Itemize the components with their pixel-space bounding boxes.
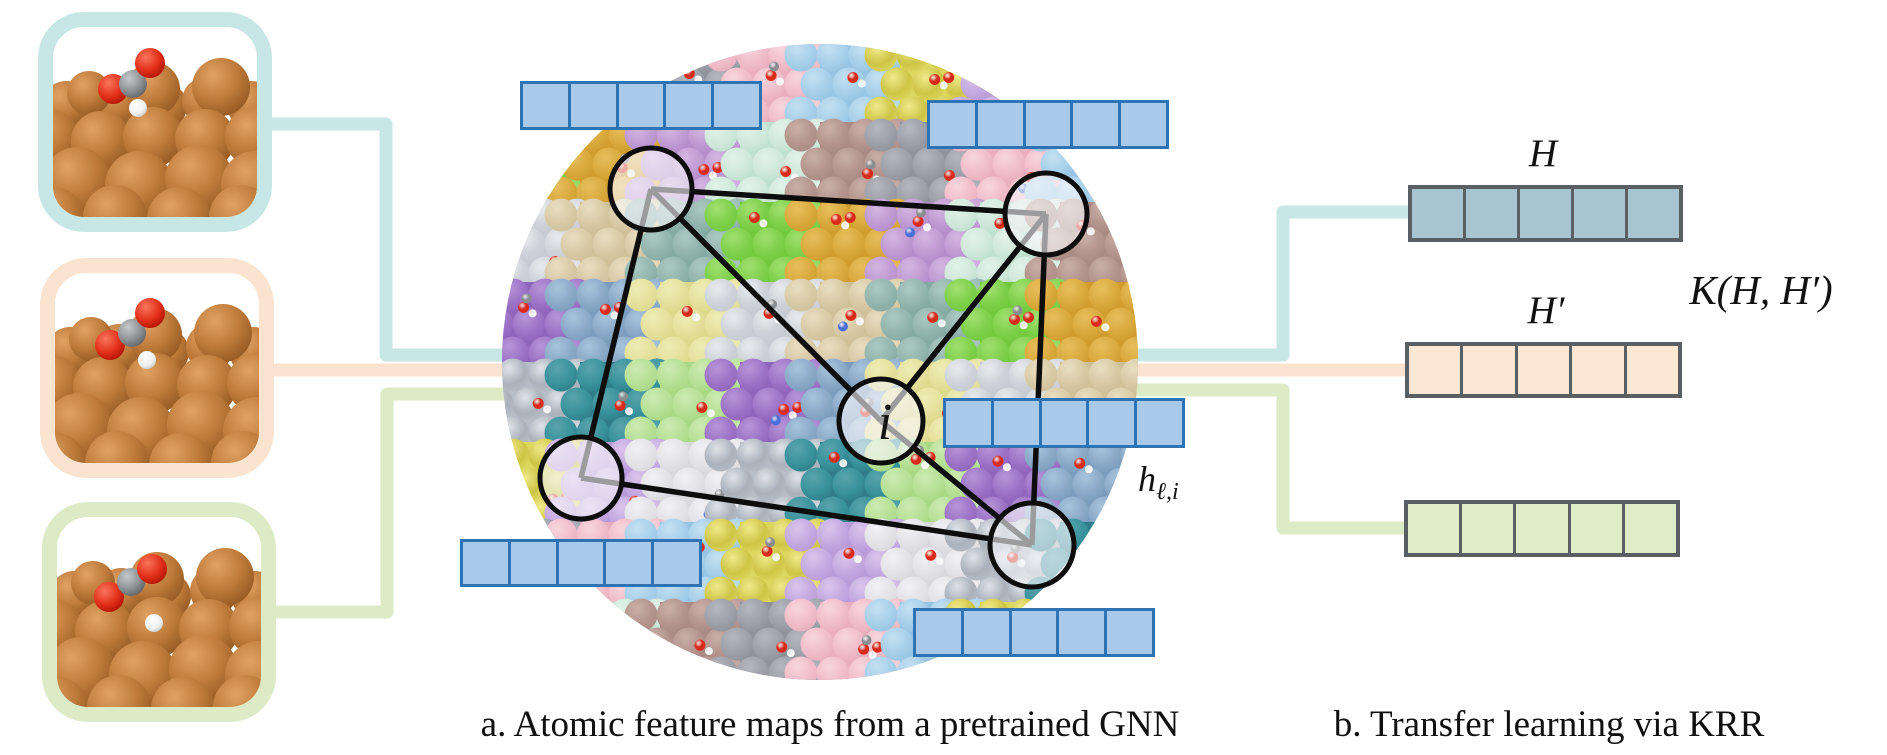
graph-node-bottom-left [537,434,625,522]
structure-image-3 [42,502,276,722]
vector-cell [1022,103,1071,146]
connector-green-left [268,387,514,619]
feature-vector-bottom-left [460,539,702,587]
graph-edge [578,188,654,479]
connector-teal-left [262,117,514,362]
connector-teal-right [1128,205,1410,362]
feature-vector-middle-right [943,398,1185,448]
vector-cell [960,611,1009,654]
vector-cell [1118,103,1166,146]
vector-cell [1056,611,1104,654]
copper-slab-render [55,273,259,463]
vector-cell [946,401,991,445]
vector-cell [663,84,711,127]
vector-cell [555,542,604,584]
vector-cell [1134,401,1182,445]
vector-cell [1412,189,1463,238]
graph-edge [580,475,1033,548]
graph-node-top-left [607,145,695,233]
vector-cell [974,103,1023,146]
vector-cell [1514,346,1569,394]
vector-cell [1460,346,1514,394]
kernel-label: K(H, H′) [1689,267,1833,313]
structure-image-2 [40,258,274,478]
feature-map-label-base: h [1138,459,1156,499]
vector-cell [1571,189,1625,238]
vector-cell [1569,346,1623,394]
vector-cell [1008,611,1057,654]
node-i-label: i [878,394,892,451]
structure-image-1 [38,12,272,232]
mosaic-tile [1024,278,1138,370]
vector-cell [930,103,975,146]
caption-a: a. Atomic feature maps from a pretrained… [480,704,1180,745]
mosaic-tile [502,598,610,680]
vector-cell [615,84,664,127]
graph-edge [650,186,1047,217]
vector-cell [1463,189,1517,238]
graph-node-bottom-right [987,500,1077,590]
connector-green-right [1128,383,1406,535]
feature-vector-bottom-center [913,608,1155,657]
feature-map-label-subscript: ℓ,i [1156,479,1179,506]
vector-cell [1070,103,1118,146]
H-prime-vector-label: H′ [1527,289,1565,332]
graph-node-top-right [1002,170,1090,258]
vector-cell [567,84,616,127]
vector-cell [711,84,759,127]
vector-cell [1567,504,1622,553]
vector-cell [1104,611,1152,654]
H-prime-vector [1405,342,1682,398]
vector-cell [1623,346,1678,394]
vector-cell [1409,346,1460,394]
copper-slab-render [53,27,257,217]
copper-slab-render [57,517,261,707]
vector-cell [1513,504,1567,553]
vector-cell [603,542,651,584]
vector-cell [1408,504,1459,553]
vector-cell [990,401,1039,445]
H-vector [1408,185,1683,242]
feature-vector-top-right [927,100,1169,149]
vector-cell [507,542,556,584]
vector-cell [1086,401,1134,445]
vector-cell [1621,504,1676,553]
vector-cell [651,542,699,584]
vector-cell [916,611,961,654]
H-vector-label: H [1528,132,1558,175]
feature-vector-top-left [520,81,762,130]
feature-map-label: hℓ,i [1138,458,1179,506]
vector-cell [1625,189,1679,238]
vector-cell [1517,189,1571,238]
vector-cell [1038,401,1087,445]
vector-cell [523,84,568,127]
vector-cell [463,542,508,584]
graph-edge [649,187,883,423]
graph-edge [1029,213,1049,546]
graph-node-i [836,376,926,466]
vector-cell [1459,504,1513,553]
caption-b: b. Transfer learning via KRR [1333,704,1765,745]
target-vector [1404,500,1680,557]
